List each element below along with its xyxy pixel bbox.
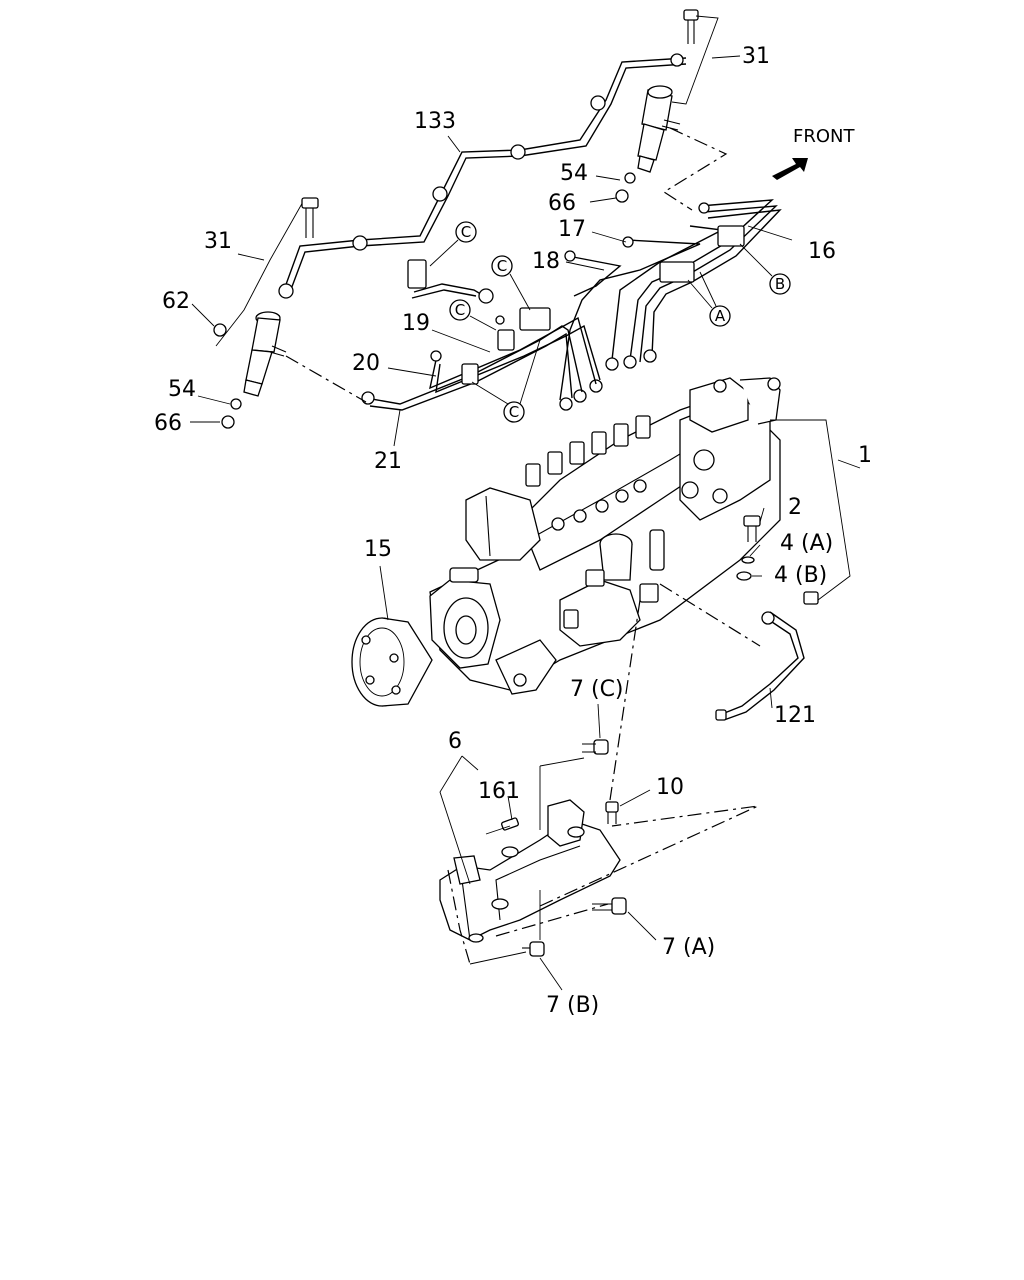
svg-text:B: B bbox=[775, 275, 785, 293]
fuel-lines-upper-right bbox=[559, 199, 782, 411]
label-62: 62 bbox=[162, 289, 190, 314]
label-31-lower: 31 bbox=[204, 229, 232, 254]
svg-text:C: C bbox=[461, 223, 471, 241]
callout-c2: C bbox=[491, 255, 513, 277]
label-16: 16 bbox=[808, 239, 836, 264]
svg-text:C: C bbox=[497, 257, 507, 275]
coupling-15 bbox=[351, 617, 433, 707]
label-7c: 7 (C) bbox=[570, 677, 624, 702]
pipe-121 bbox=[715, 591, 819, 721]
label-6: 6 bbox=[448, 729, 462, 754]
callout-c4: C bbox=[503, 401, 525, 423]
delivery-valves bbox=[525, 415, 651, 487]
label-10: 10 bbox=[656, 775, 684, 800]
label-54-upper: 54 bbox=[560, 161, 588, 186]
bolt-7b bbox=[522, 941, 545, 957]
bolt-10 bbox=[605, 801, 619, 824]
washer-4a bbox=[741, 556, 755, 564]
label-133: 133 bbox=[414, 109, 456, 134]
fuel-line-133 bbox=[278, 53, 687, 299]
bracket-6 bbox=[439, 799, 621, 943]
svg-text:C: C bbox=[455, 301, 465, 319]
label-1: 1 bbox=[858, 443, 872, 468]
injection-pump bbox=[429, 377, 781, 695]
injector-upper bbox=[615, 85, 681, 203]
injector-lower bbox=[213, 311, 287, 429]
front-indicator: FRONT bbox=[772, 126, 855, 180]
top-banjo-bolt bbox=[683, 9, 699, 44]
part-161 bbox=[485, 817, 519, 835]
label-7b: 7 (B) bbox=[546, 993, 599, 1018]
label-4a: 4 (A) bbox=[780, 531, 833, 556]
label-121: 121 bbox=[774, 703, 816, 728]
label-21: 21 bbox=[374, 449, 402, 474]
label-15: 15 bbox=[364, 537, 392, 562]
bolt-7a bbox=[592, 897, 627, 915]
label-2: 2 bbox=[788, 495, 802, 520]
label-19: 19 bbox=[402, 311, 430, 336]
callout-a: A bbox=[709, 305, 731, 327]
bolt-7c bbox=[582, 739, 609, 755]
label-4b: 4 (B) bbox=[774, 563, 827, 588]
callout-b: B bbox=[769, 273, 791, 295]
label-18: 18 bbox=[532, 249, 560, 274]
label-54-lower: 54 bbox=[168, 377, 196, 402]
svg-text:C: C bbox=[509, 403, 519, 421]
svg-text:A: A bbox=[715, 307, 726, 325]
front-label: FRONT bbox=[793, 126, 855, 147]
label-31-upper: 31 bbox=[742, 44, 770, 69]
bolt-2 bbox=[743, 515, 761, 542]
front-arrow-icon bbox=[772, 158, 808, 180]
label-66-upper: 66 bbox=[548, 191, 576, 216]
label-20: 20 bbox=[352, 351, 380, 376]
label-161: 161 bbox=[478, 779, 520, 804]
washer-4b bbox=[736, 571, 752, 581]
label-17: 17 bbox=[558, 217, 586, 242]
label-7a: 7 (A) bbox=[662, 935, 715, 960]
label-66-lower: 66 bbox=[154, 411, 182, 436]
callout-c1: C bbox=[455, 221, 477, 243]
fuel-lines-lower-left bbox=[361, 259, 601, 411]
callout-c3: C bbox=[449, 299, 471, 321]
